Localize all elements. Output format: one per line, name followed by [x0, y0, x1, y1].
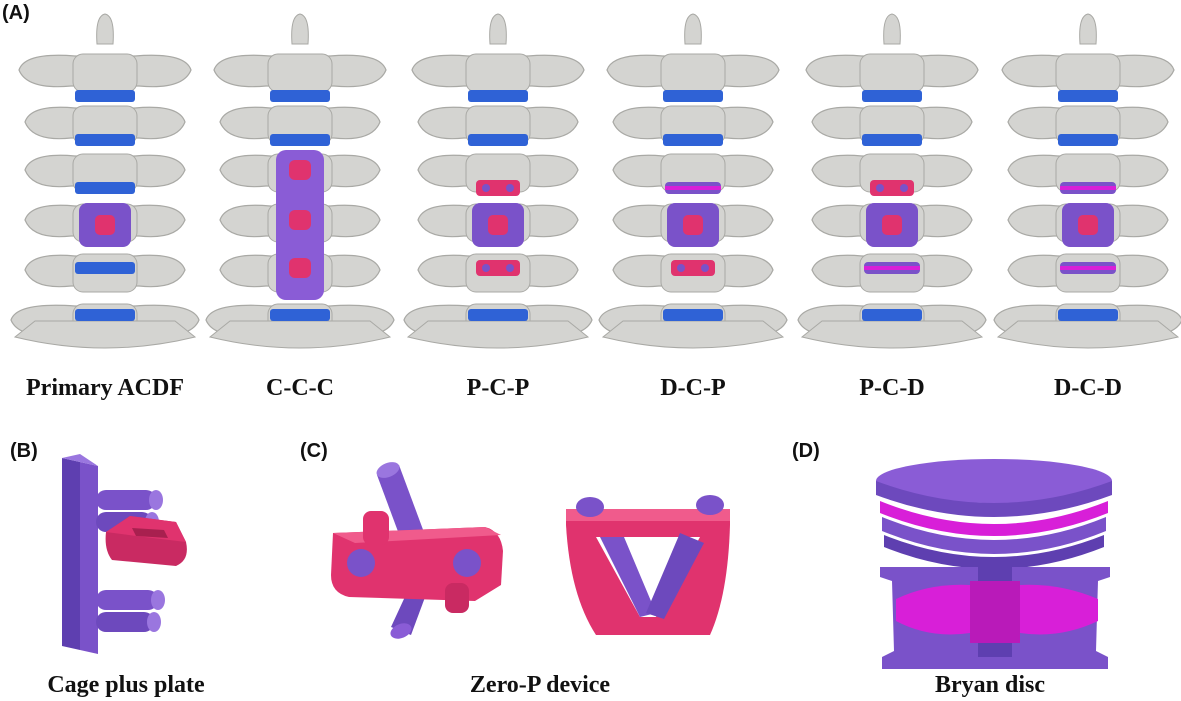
cage-plus-plate-illustration	[62, 454, 187, 654]
spine-model-caption: D-C-P	[660, 375, 726, 401]
spine-model-p-c-d	[797, 13, 987, 349]
spine-model-caption: P-C-P	[466, 375, 530, 401]
bryan-disc-caption: Bryan disc	[934, 672, 1045, 698]
spine-model-d-c-p	[598, 13, 788, 349]
spine-model-caption: P-C-D	[859, 375, 925, 401]
bryan-disc-illustration	[876, 459, 1112, 669]
cage-plus-plate-caption: Cage plus plate	[47, 672, 205, 698]
spine-model-primary-acdf	[10, 13, 200, 349]
panel-d-label: (D)	[792, 440, 820, 462]
panel-c-label: (C)	[300, 440, 328, 462]
panel-a-label: (A)	[2, 2, 30, 24]
spine-model-d-c-d	[993, 13, 1181, 349]
spine-model-p-c-p	[403, 13, 593, 349]
spine-model-caption: D-C-D	[1054, 375, 1122, 401]
zero-p-device-caption: Zero-P device	[469, 672, 611, 698]
zero-p-device-front-illustration	[566, 495, 730, 635]
panel-b-label: (B)	[10, 440, 38, 462]
spine-model-caption: C-C-C	[266, 375, 334, 401]
spine-model-c-c-c	[205, 13, 395, 349]
zero-p-device-side-illustration	[331, 462, 503, 639]
spine-model-caption: Primary ACDF	[26, 375, 184, 401]
